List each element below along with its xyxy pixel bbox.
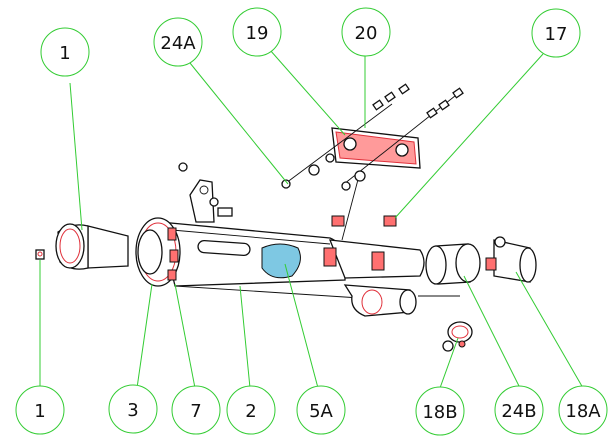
label-patch: [261, 243, 301, 279]
callout-17: 17: [531, 8, 581, 58]
exhaust-assembly-drawing: [35, 83, 537, 352]
callout-1-top: 1: [40, 27, 90, 77]
callout-label: 20: [355, 23, 378, 44]
mounting-bracket-part: [178, 162, 233, 223]
callout-label: 3: [127, 400, 138, 421]
callout-5a: 5A: [296, 385, 346, 435]
heat-shield-part: [331, 127, 421, 241]
callout-24b: 24B: [494, 385, 544, 435]
callout-2: 2: [226, 385, 276, 435]
callout-label: 7: [190, 401, 201, 422]
callout-label: 19: [246, 23, 269, 44]
callout-18a: 18A: [558, 385, 608, 435]
inlet-pipe-part: [55, 223, 129, 270]
spring-clamp-part: [442, 321, 473, 352]
callout-label: 18B: [422, 402, 457, 423]
callout-18b: 18B: [415, 386, 465, 436]
callout-20: 20: [341, 7, 391, 57]
clamp-block-part: [331, 215, 397, 227]
small-bolt-part: [35, 249, 45, 260]
callout-label: 17: [545, 24, 568, 45]
callout-24a: 24A: [153, 17, 203, 67]
muffler-body-part: [159, 221, 361, 299]
screw-set-part: [281, 83, 464, 191]
leader-lines: [39, 49, 584, 389]
band-clamp-part: [485, 236, 537, 283]
callout-label: 2: [245, 401, 256, 422]
callout-label: 1: [34, 401, 45, 422]
callout-19: 19: [232, 7, 282, 57]
callout-label: 24B: [501, 401, 536, 422]
callout-label: 5A: [309, 401, 333, 422]
callout-label: 1: [59, 43, 70, 64]
callout-label: 24A: [160, 33, 196, 54]
callout-7: 7: [171, 385, 221, 435]
callout-1-bottom: 1: [15, 385, 65, 435]
sleeve-gasket-part: [425, 243, 481, 285]
callout-label: 18A: [565, 401, 601, 422]
end-cap-part: [135, 217, 181, 287]
callout-3: 3: [108, 384, 158, 434]
link-pipe-part: [323, 239, 460, 317]
